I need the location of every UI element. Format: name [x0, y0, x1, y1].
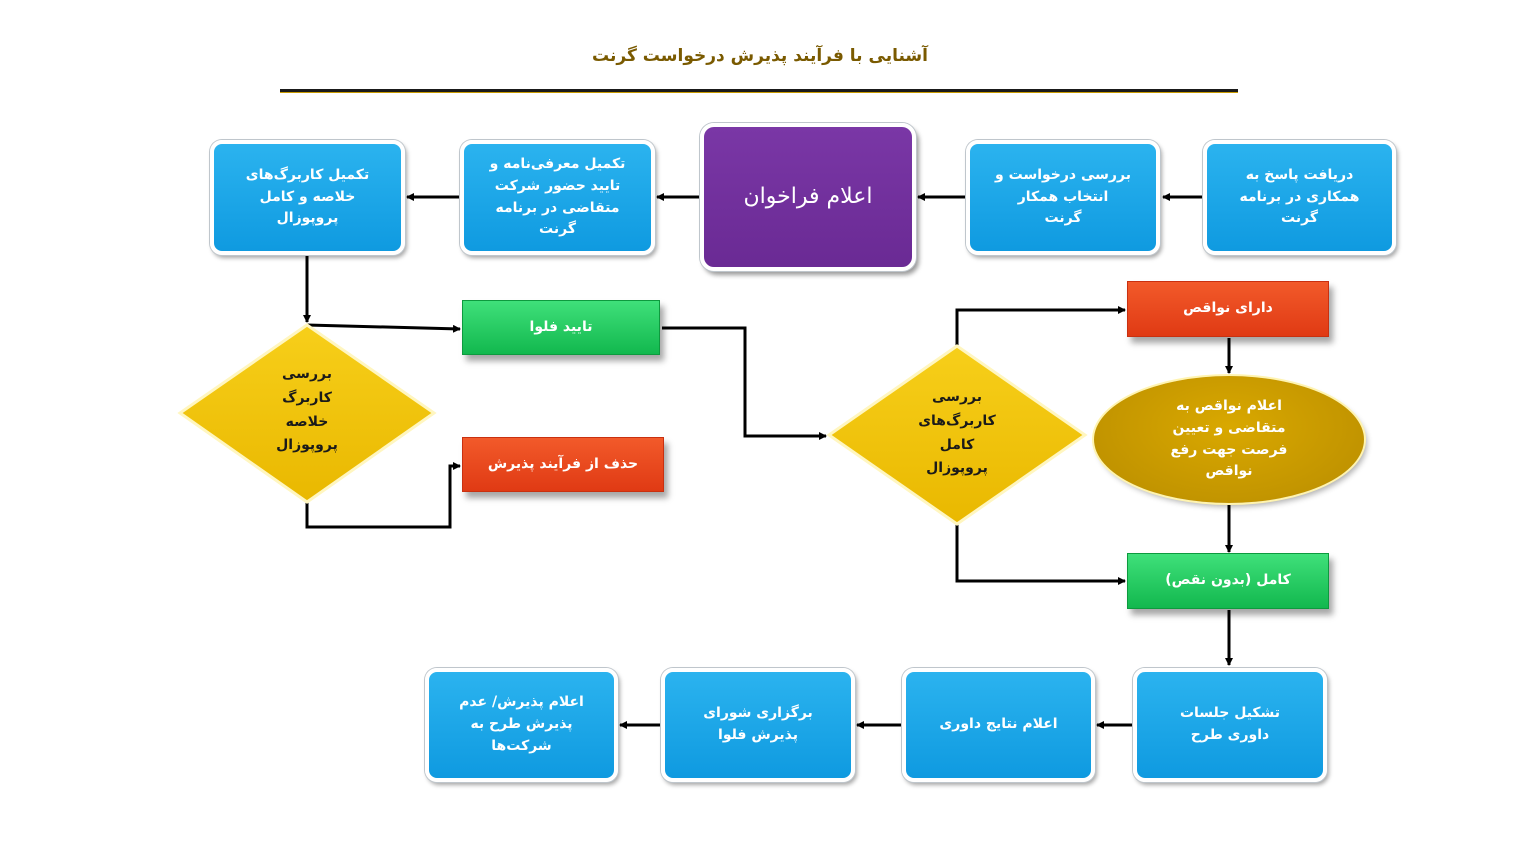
- node-complete-forms[interactable]: تکمیل کاربرگ‌های خلاصه و کامل پروپوزال: [210, 140, 405, 255]
- node-receive-response-label: دریافت پاسخ به همکاری در برنامه گرنت: [1239, 166, 1360, 227]
- arrow-d1-g1: [306, 323, 461, 333]
- node-call-announcement-label: اعلام فراخوان: [743, 183, 873, 209]
- node-announce-deficiencies[interactable]: اعلام نواقص به متقاضی و تعیین فرصت جهت ر…: [1094, 376, 1364, 503]
- node-complete-no-defects[interactable]: کامل (بدون نقص): [1127, 553, 1329, 609]
- node-fellowship-approval-label: تایید فلوا: [529, 318, 593, 335]
- arrow-g1-d2: [662, 326, 827, 440]
- diamond-full-review-shape: [826, 344, 1088, 526]
- node-review-sessions[interactable]: تشکیل جلسات داوری طرح: [1133, 668, 1327, 782]
- arrow-d2-r2: [955, 306, 1126, 346]
- node-announce-results-label: اعلام نتایج داوری: [939, 716, 1058, 733]
- diamond-full-review-label: بررسی کاربرگ‌های کامل پروپوزال: [918, 389, 996, 477]
- node-receive-response[interactable]: دریافت پاسخ به همکاری در برنامه گرنت: [1203, 140, 1396, 255]
- diamond-summary-review-shape: [177, 323, 437, 504]
- node-council-meeting[interactable]: برگزاری شورای پذیرش فلوا: [661, 668, 855, 782]
- title-underline: [280, 89, 1238, 93]
- node-call-announcement[interactable]: اعلام فراخوان: [700, 123, 916, 271]
- page-title: آشنایی با فرآیند پذیرش درخواست گرنت: [592, 46, 928, 66]
- node-has-deficiencies[interactable]: دارای نواقص: [1127, 281, 1329, 337]
- arrow-d2-g2: [955, 524, 1126, 585]
- node-remove-from-process[interactable]: حذف از فرآیند پذیرش: [462, 437, 664, 492]
- node-council-meeting-label: برگزاری شورای پذیرش فلوا: [703, 705, 813, 743]
- node-announce-results[interactable]: اعلام نتایج داوری: [902, 668, 1095, 782]
- node-review-request-label: بررسی درخواست و انتخاب همکار گرنت: [995, 166, 1131, 227]
- node-complete-introduction-label: تکمیل معرفی‌نامه و تایید حضور شرکت متقاض…: [489, 156, 626, 238]
- node-fellowship-approval[interactable]: تایید فلوا: [462, 300, 660, 355]
- node-review-sessions-label: تشکیل جلسات داوری طرح: [1179, 705, 1281, 743]
- node-complete-no-defects-label: کامل (بدون نقص): [1165, 572, 1291, 589]
- node-remove-from-process-label: حذف از فرآیند پذیرش: [487, 455, 639, 472]
- arrow-d1-r1: [305, 462, 461, 529]
- node-announce-acceptance-label: اعلام پذیرش/ عدم پذیرش طرح به شرکت‌ها: [459, 694, 584, 754]
- diamond-summary-review-label: بررسی کاربرگ خلاصه پروپوزال: [276, 366, 338, 454]
- node-announce-acceptance[interactable]: اعلام پذیرش/ عدم پذیرش طرح به شرکت‌ها: [425, 668, 618, 782]
- node-complete-introduction[interactable]: تکمیل معرفی‌نامه و تایید حضور شرکت متقاض…: [460, 140, 655, 255]
- node-announce-deficiencies-label: اعلام نواقص به متقاضی و تعیین فرصت جهت ر…: [1170, 398, 1288, 480]
- node-review-request[interactable]: بررسی درخواست و انتخاب همکار گرنت: [966, 140, 1160, 255]
- node-complete-forms-label: تکمیل کاربرگ‌های خلاصه و کامل پروپوزال: [245, 166, 370, 227]
- node-has-deficiencies-label: دارای نواقص: [1183, 300, 1273, 317]
